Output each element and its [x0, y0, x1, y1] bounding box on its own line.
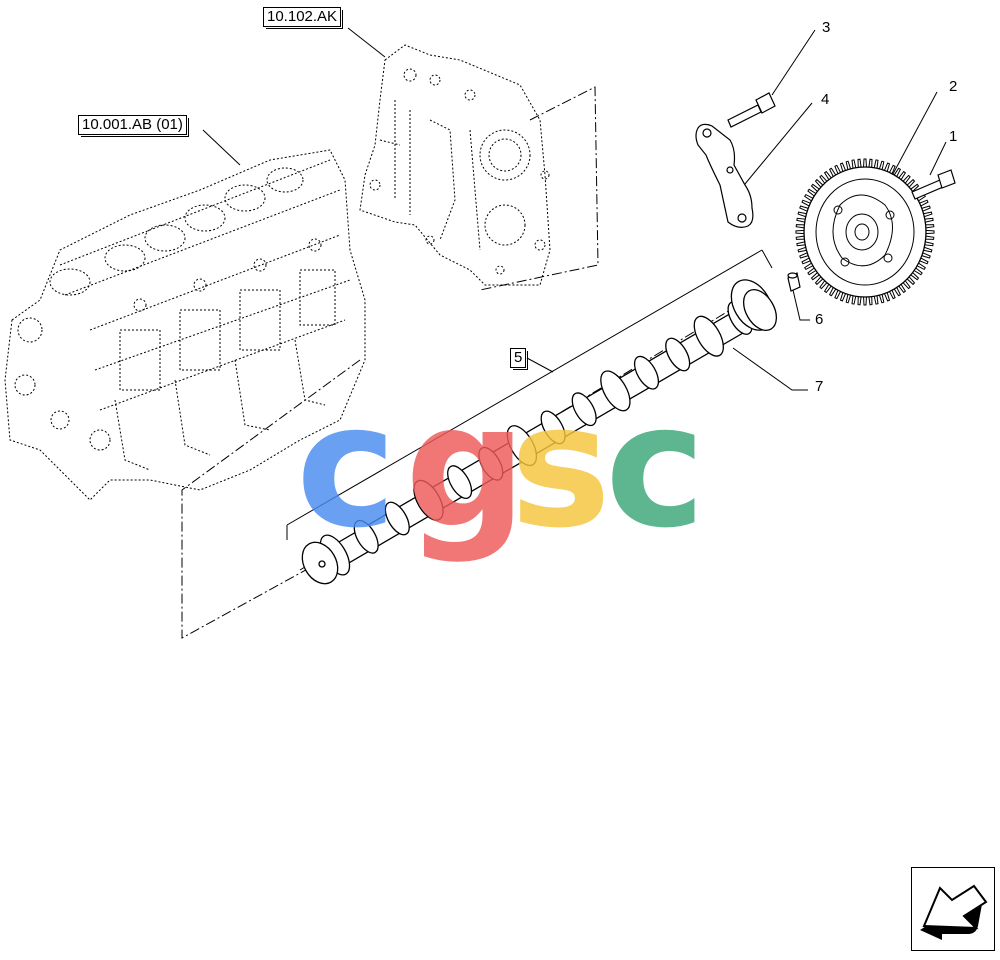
bracket-part [695, 123, 754, 228]
callout-1: 1 [949, 128, 958, 145]
watermark-letter-1: c [296, 368, 397, 566]
watermark-letter-2: g [405, 368, 527, 566]
watermark-letter-3: s [510, 368, 612, 566]
back-navigation-button[interactable] [911, 867, 995, 951]
camshaft-part [301, 279, 778, 585]
watermark-letter-4: c [605, 368, 706, 566]
camshaft-gear-part [795, 158, 935, 306]
dowel-pin-part [787, 272, 801, 292]
bolt-part-3 [727, 92, 776, 128]
arrow-icon [920, 884, 988, 940]
cover-reference-label: 10.102.AK [263, 7, 344, 29]
engine-block-illustration [4, 149, 366, 501]
callout-4: 4 [821, 91, 830, 108]
callout-3: 3 [822, 19, 831, 36]
block-reference-label: 10.001.AB (01) [78, 115, 189, 137]
timing-cover-illustration [359, 44, 551, 286]
bolt-part-1 [911, 169, 956, 200]
callout-7: 7 [815, 378, 824, 395]
callout-6: 6 [815, 311, 824, 328]
leader-lines [202, 27, 947, 540]
callout-2: 2 [949, 78, 958, 95]
callout-5: 5 [510, 348, 529, 370]
